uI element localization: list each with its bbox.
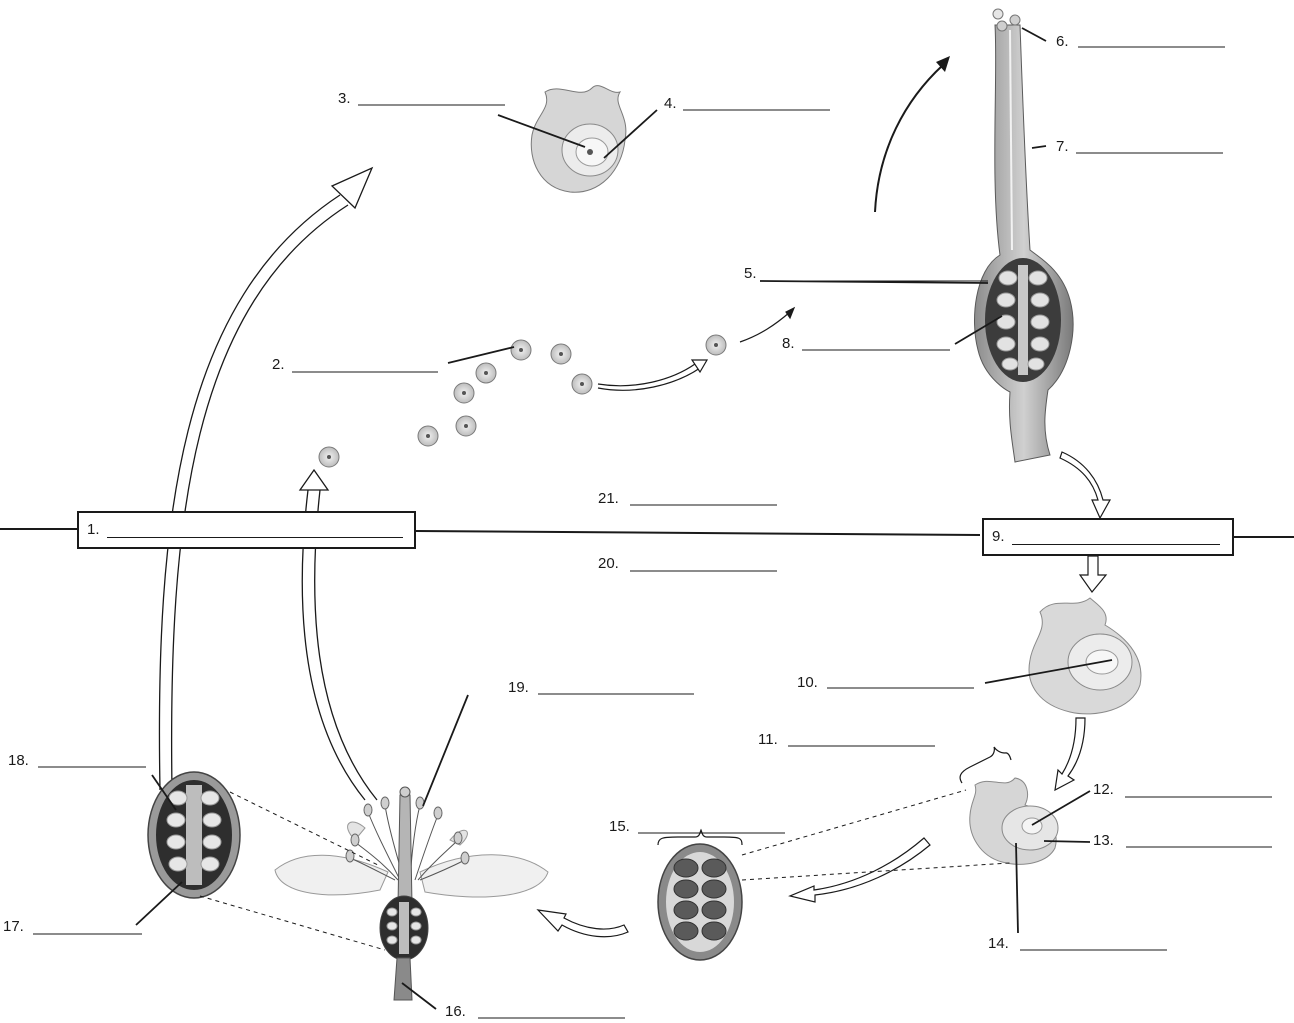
label-19: 19. xyxy=(508,679,529,697)
seed-drawing xyxy=(970,778,1058,864)
label-13: 13. xyxy=(1093,832,1114,850)
label-6: 6. xyxy=(1056,33,1069,51)
label-20: 20. xyxy=(598,555,619,573)
label-1: 1. xyxy=(87,521,100,539)
fruit-drawing xyxy=(658,844,742,960)
label-5: 5. xyxy=(744,265,757,283)
label-3: 3. xyxy=(338,90,351,108)
label-18: 18. xyxy=(8,752,29,770)
label-17: 17. xyxy=(3,918,24,936)
arrow-megaspore-path xyxy=(159,168,372,790)
label-4: 4. xyxy=(664,95,677,113)
box-label-1: 1. xyxy=(77,511,416,549)
label-15: 15. xyxy=(609,818,630,836)
label-11: 11. xyxy=(758,731,778,749)
box-label-9: 9. xyxy=(982,518,1234,556)
pistil-drawing xyxy=(974,9,1073,462)
arrow-pollination xyxy=(598,308,794,390)
label-8: 8. xyxy=(782,335,795,353)
label-14: 14. xyxy=(988,935,1009,953)
label-12: 12. xyxy=(1093,781,1114,799)
label-2: 2. xyxy=(272,356,285,374)
flower-drawing xyxy=(275,787,548,1000)
ovary-section-drawing xyxy=(148,772,240,898)
label-7: 7. xyxy=(1056,138,1069,156)
arrow-to-stigma xyxy=(875,56,950,212)
generation-divider-middle xyxy=(416,531,980,535)
fertilized-ovule-drawing xyxy=(1029,598,1141,714)
pollen-grains xyxy=(319,335,726,467)
label-21: 21. xyxy=(598,490,619,508)
blank-1[interactable] xyxy=(107,537,403,538)
label-16: 16. xyxy=(445,1003,466,1021)
brackets xyxy=(658,747,1011,845)
megasporangium-drawing xyxy=(531,86,626,193)
label-9: 9. xyxy=(992,528,1005,546)
blank-9[interactable] xyxy=(1012,544,1220,545)
pollen-nuclei xyxy=(327,343,718,459)
label-10: 10. xyxy=(797,674,818,692)
